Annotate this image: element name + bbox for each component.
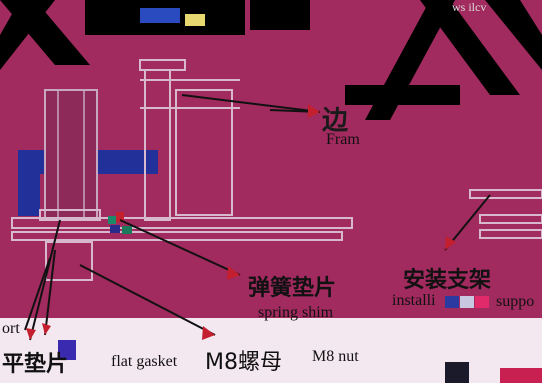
flat-gasket-label-cn: 平垫片 [2,352,69,377]
color-noise [58,212,542,383]
frame-label-cn: 边 [322,106,349,136]
m8-nut-label-en: M8 nut [312,348,359,365]
top-fragment-text: ws ilcv [452,0,487,14]
flat-gasket-label-en: flat gasket [111,353,178,370]
left-fragment-label: ort [2,320,20,337]
frame-label-en: Fram [326,131,360,148]
install-bracket-label-en: installi [392,292,436,309]
bolt [44,89,98,221]
frame-profile [139,59,240,221]
m8-nut-label-cn: M8螺母 [205,350,282,375]
spring-shim-label-en: spring shim [258,304,334,321]
arrow-heads [26,104,456,340]
install-bracket-label-cn: 安装支架 [403,268,492,293]
support-plates [11,189,542,281]
spring-shim-label-cn: 弹簧垫片 [248,276,337,301]
support-label-en: suppo [496,293,535,310]
top-dark-overlay [0,0,542,120]
